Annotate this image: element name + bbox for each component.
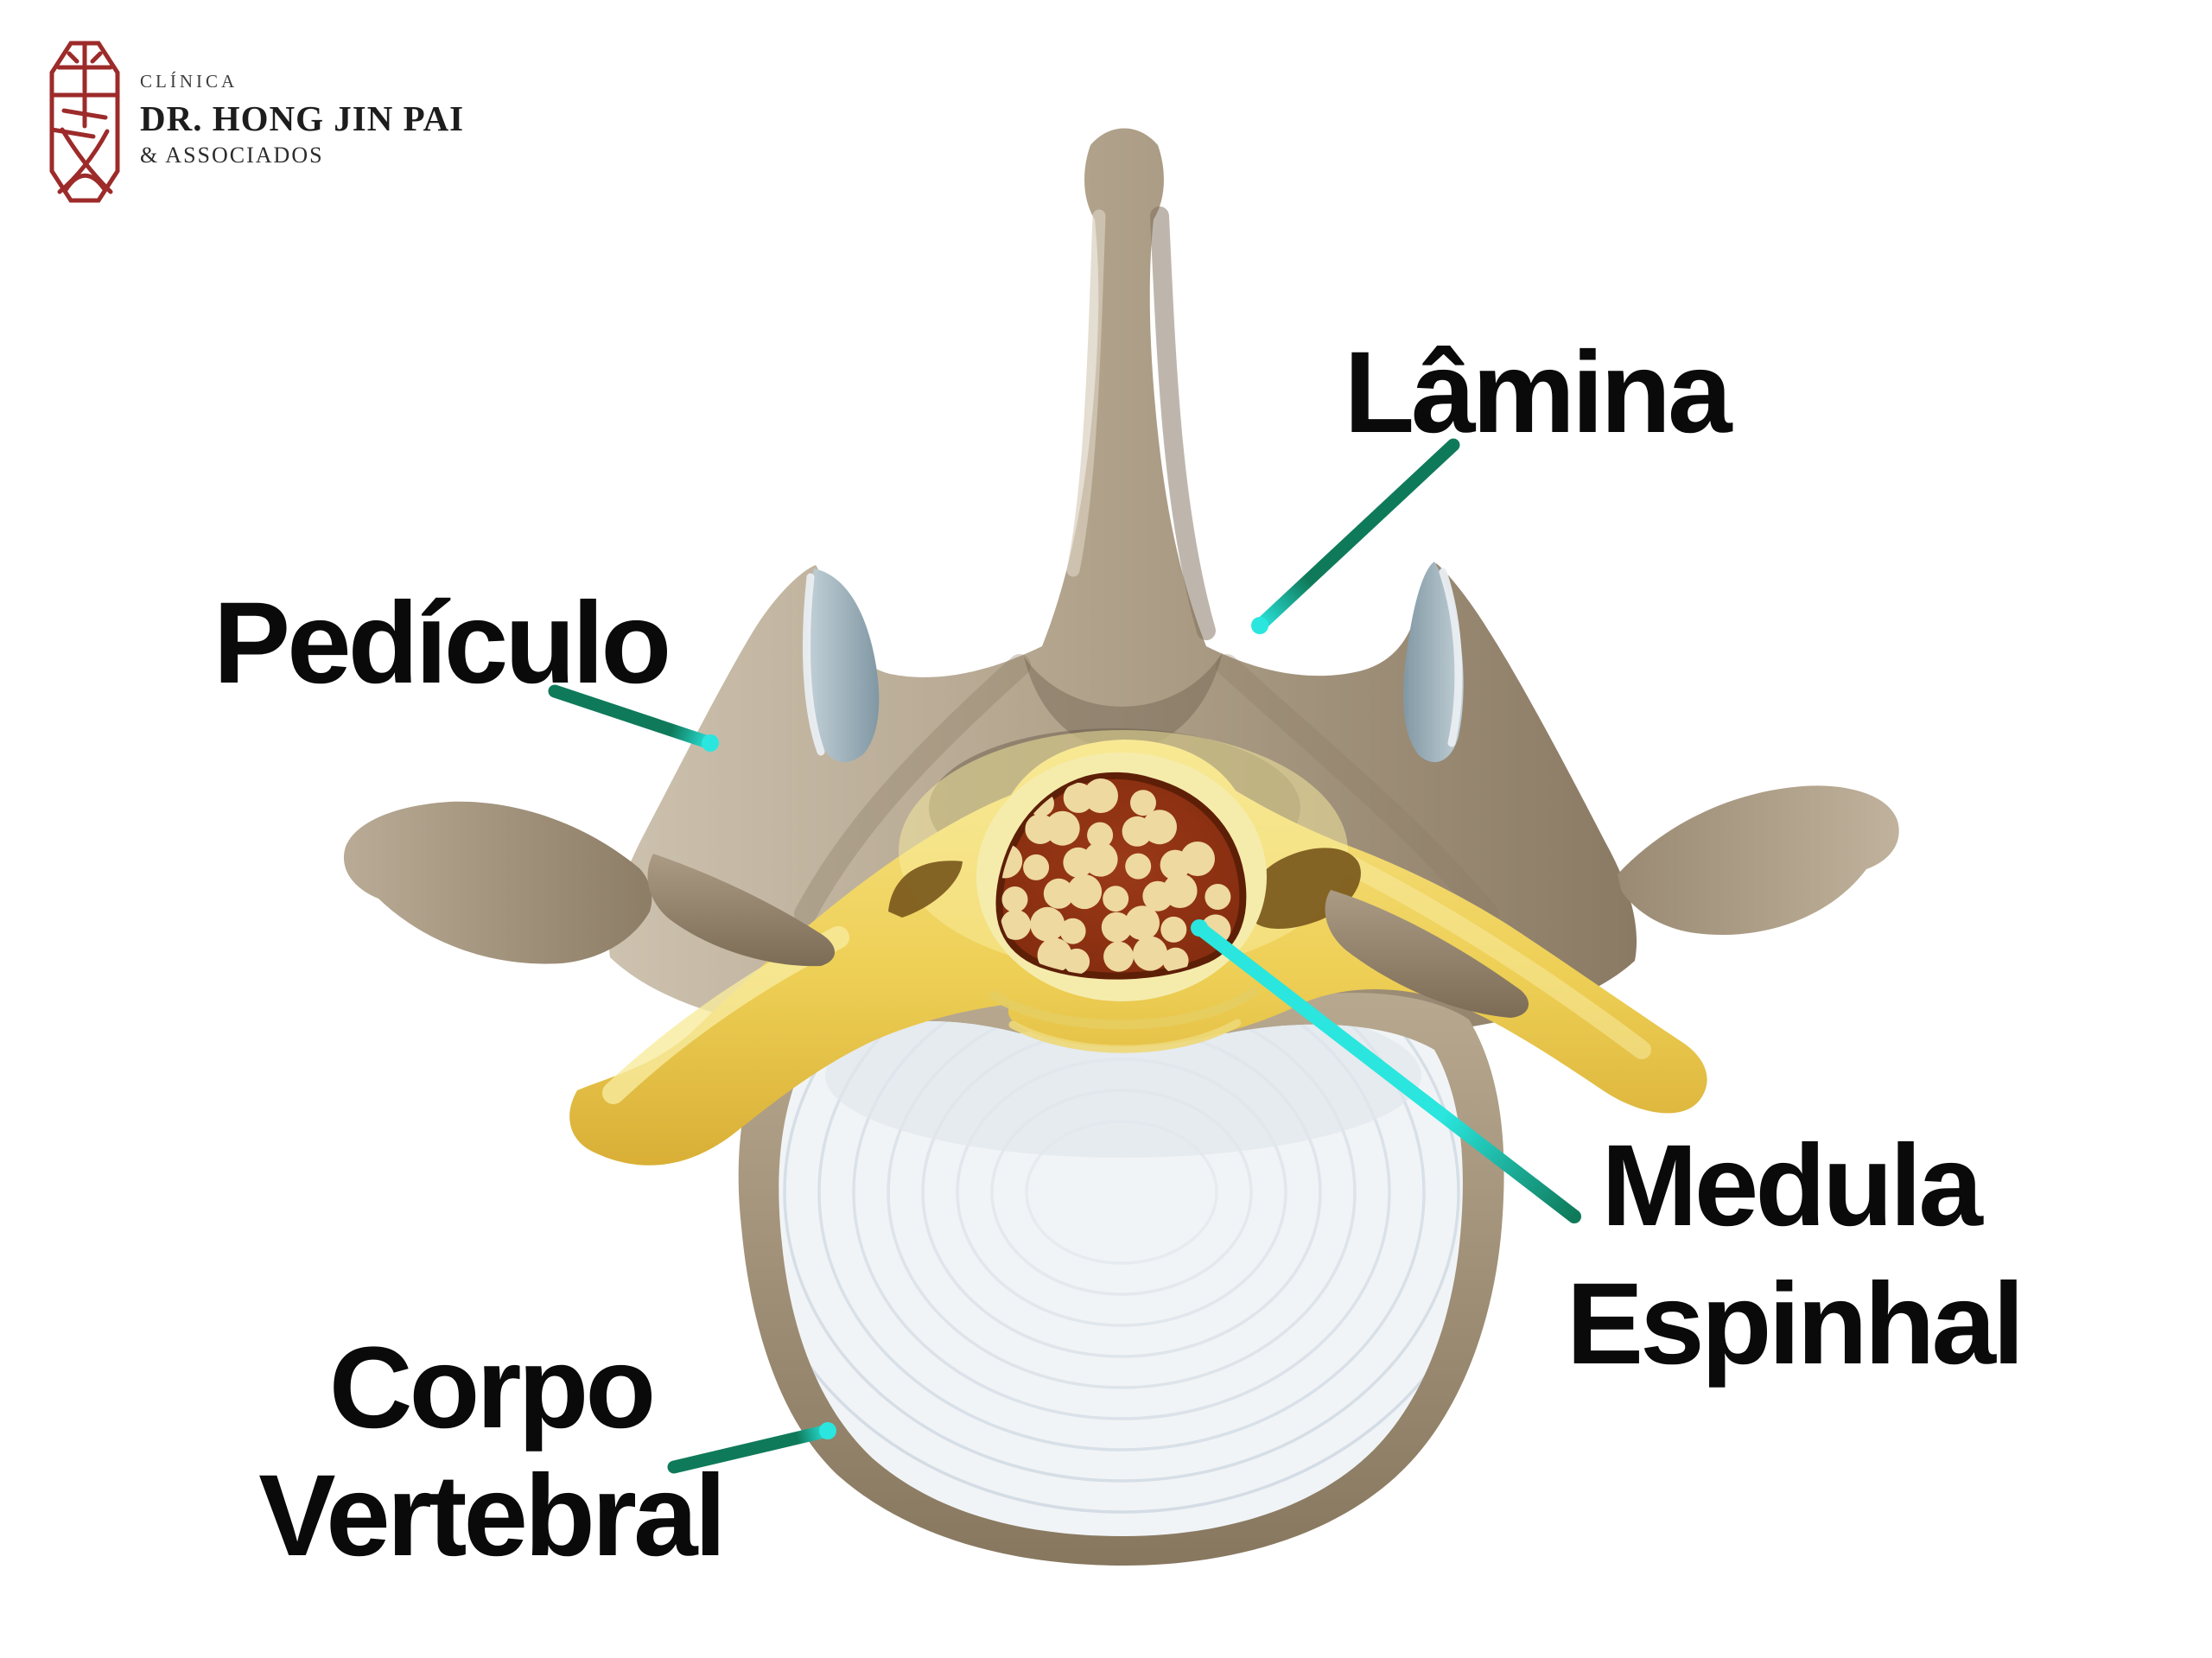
left-transverse-process-shape [343,801,652,964]
right-pedicle-strip [1325,890,1529,1018]
fascicle-dot [1160,916,1187,943]
label-corpo-line2: Vertebral [258,1452,723,1580]
fascicle-dot [1142,810,1177,845]
dura-fold-1 [988,987,1258,1030]
fascicle-dot [1059,918,1086,944]
left-articular-facet [807,569,880,763]
spinal-cord [995,772,1247,980]
fascicle-dot [1180,842,1215,876]
clinic-label: CLÍNICA [140,71,238,92]
left-lamina-crease [794,654,1031,925]
disc-ring [817,1020,1426,1452]
left-pedicle-strip [647,854,836,967]
fascicle-dot [1125,853,1152,880]
left-nerve-slot [888,861,963,918]
label-medula-line1: Medula [1601,1121,1984,1250]
left-facet-rim [803,573,825,756]
label-medula-line2: Espinhal [1567,1260,2021,1388]
fascicle-dot [1103,941,1135,972]
intervertebral-disc [779,1020,1463,1536]
disc-ring [783,1020,1460,1483]
fascicle-dot [1133,936,1168,971]
fascicle-dot [1162,873,1198,908]
corpo-leader-tip [819,1422,836,1439]
nerve-fascicle-dots [999,778,1231,975]
fascicle-dot [1103,886,1129,912]
clinic-suffix: & ASSOCIADOS [140,143,324,168]
fascicle-dot [1130,790,1156,816]
fascicle-dot [1037,937,1072,973]
spinous-highlight [1066,209,1106,577]
fascicle-dot [1030,906,1065,942]
disc-ring [852,1020,1391,1420]
foramen-shadow [1024,652,1223,751]
spinous-shadow-crease [1150,206,1216,640]
label-pediculo: Pedículo [213,579,668,708]
fascicle-dot [1083,842,1118,877]
fascicle-dot [1064,948,1090,975]
fascicle-dot [1162,947,1189,974]
dura-fold-2 [1008,1019,1242,1053]
fascicle-dot [1067,874,1103,910]
fascicle-dot [1001,909,1031,940]
fascicle-dot [1045,810,1080,846]
label-lamina: Lâmina [1344,328,1733,457]
corpo-leader-line [667,1424,835,1474]
medula-leader-line [1192,921,1581,1223]
fascicle-dot [1087,822,1114,848]
anatomy-labels: Lâmina Pedículo Medula Espinhal Corpo Ve… [213,328,2024,1580]
leader-lines [548,438,1581,1474]
clinic-name: DR. HONG JIN PAI [140,98,465,138]
lamina-leader-tip [1251,617,1268,634]
label-corpo-line1: Corpo [329,1324,652,1452]
disc-top-tint [825,1020,1421,1158]
clinic-logo: CLÍNICA DR. HONG JIN PAI & ASSOCIADOS [48,40,464,204]
right-facet-rim [1439,568,1463,747]
right-root-highlight [1338,854,1651,1059]
disc-ring [887,1020,1357,1389]
medula-leader-tip [1191,919,1208,937]
right-lamina-crease [1216,654,1499,925]
spinous-process-and-laminae-shape [608,128,1637,1034]
fascicle-dot [1205,884,1231,910]
fascicle-dot [1125,905,1160,941]
right-articular-facet [1403,562,1464,763]
right-transverse-process-shape [1618,785,1899,935]
fascicle-dot [1084,778,1118,813]
pediculo-leader-line [548,684,717,750]
disc-growth-rings [779,1020,1463,1514]
disc-ring [779,1020,1463,1514]
fascicle-dot [1043,878,1074,909]
clinic-logo-text: CLÍNICA DR. HONG JIN PAI & ASSOCIADOS [140,40,464,168]
fascicle-dot [1101,912,1132,943]
vertebral-body [738,993,1504,1566]
pediculo-leader-tip [702,734,719,752]
fascicle-dot [1001,886,1028,912]
lamina-leader-line [1253,438,1460,632]
fascicle-dot [1023,854,1050,880]
clinic-seal-icon [49,41,120,203]
